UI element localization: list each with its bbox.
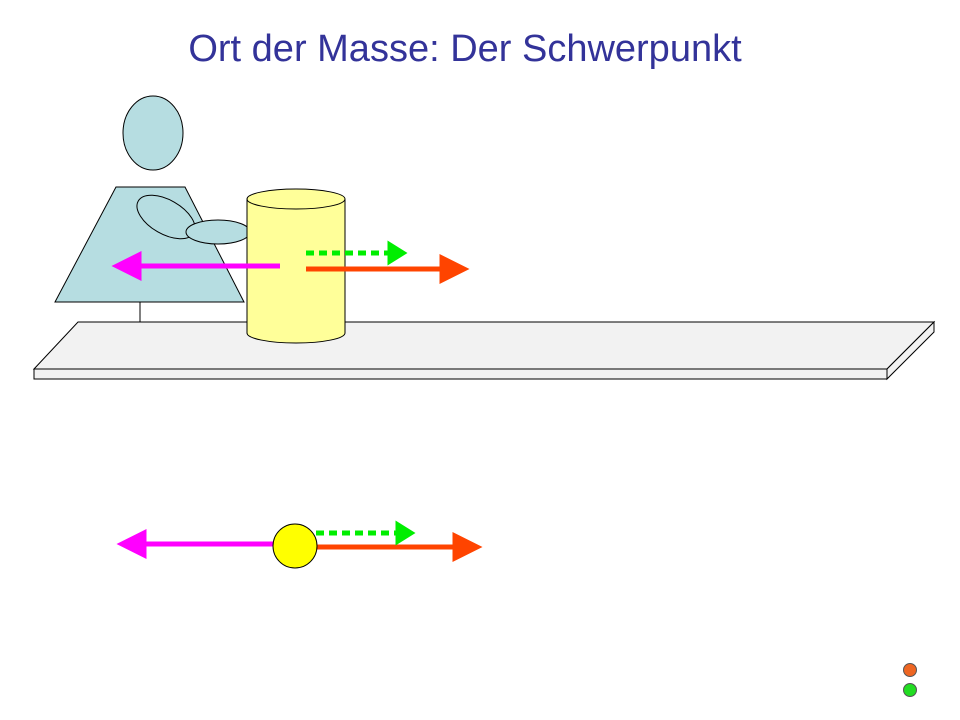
person-head bbox=[122, 95, 184, 171]
cylinder bbox=[246, 188, 346, 344]
person-figure bbox=[54, 95, 251, 341]
orange-dot-icon[interactable] bbox=[903, 663, 917, 677]
cylinder-top bbox=[246, 188, 346, 210]
slide-title: Ort der Masse: Der Schwerpunkt bbox=[188, 28, 742, 70]
table-front bbox=[33, 368, 888, 380]
point-mass-model bbox=[116, 520, 483, 569]
cylinder-arrows bbox=[111, 240, 470, 284]
person-body bbox=[54, 186, 245, 303]
cylinder-body bbox=[246, 199, 346, 344]
table bbox=[32, 320, 936, 381]
green-dot-icon[interactable] bbox=[903, 683, 917, 697]
person-forearm bbox=[185, 219, 251, 245]
table-top bbox=[32, 321, 936, 370]
center-of-mass-point bbox=[272, 523, 318, 569]
